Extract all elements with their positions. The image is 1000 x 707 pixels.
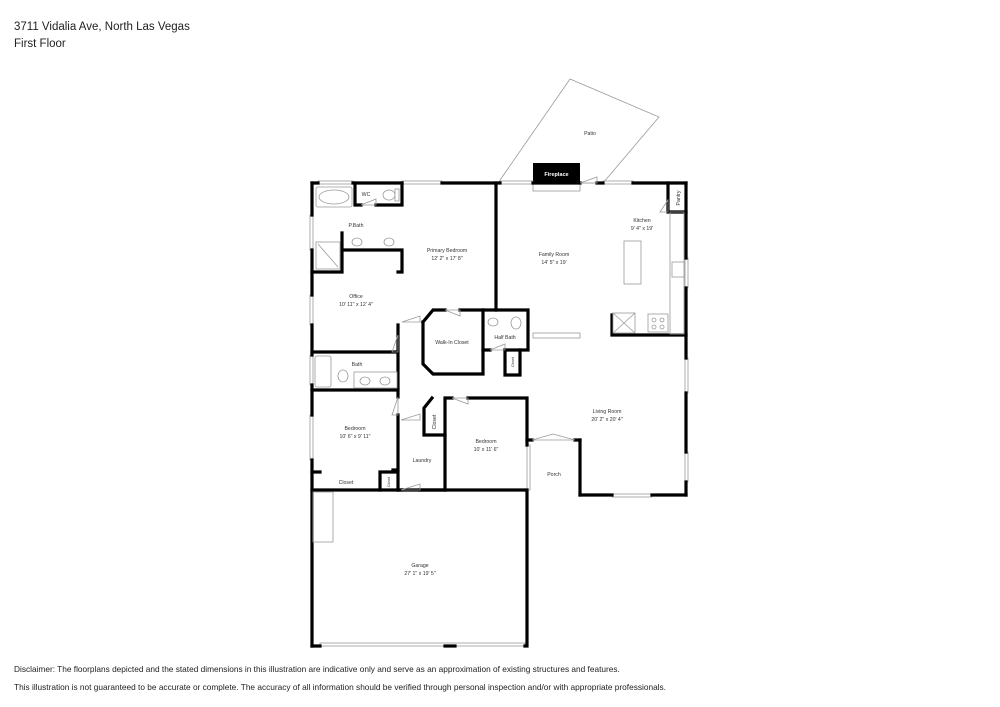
room-office: Office 10' 11" x 12' 4": [339, 294, 373, 308]
svg-text:Closet: Closet: [387, 477, 391, 487]
svg-text:Bedroom: Bedroom: [475, 439, 496, 445]
room-half-bath: Half Bath: [494, 335, 515, 341]
room-bedroom-2-closet: Closet: [432, 414, 438, 429]
svg-text:Office: Office: [349, 294, 363, 300]
fixtures: [312, 176, 685, 543]
svg-text:Closet: Closet: [511, 357, 515, 367]
room-garage: Garage 27' 1" x 19' 5": [404, 563, 435, 577]
property-address: 3711 Vidalia Ave, North Las Vegas: [14, 21, 190, 33]
svg-text:Bedroom: Bedroom: [344, 426, 365, 432]
svg-text:12' 2" x 17' 8": 12' 2" x 17' 8": [431, 256, 462, 262]
room-walk-in-closet: Walk-In Closet: [435, 340, 469, 346]
svg-text:Laundry: Laundry: [413, 458, 432, 464]
svg-text:10' x 11' 6": 10' x 11' 6": [474, 447, 499, 453]
svg-text:Porch: Porch: [547, 472, 561, 478]
svg-text:Fireplace: Fireplace: [544, 172, 568, 178]
disclaimer-line-1: Disclaimer: The floorplans depicted and …: [14, 664, 620, 674]
room-half-bath-closet: Closet: [511, 357, 515, 367]
svg-text:Pantry: Pantry: [676, 190, 682, 205]
room-kitchen: Kitchen 9' 4" x 19': [631, 218, 653, 232]
room-family-room: Family Room 14' 5" x 19': [539, 252, 570, 266]
svg-text:WC: WC: [362, 192, 371, 198]
room-bedroom-1-closet: Closet: [339, 480, 354, 486]
room-living-room: Living Room 20' 2" x 20' 4": [591, 409, 622, 423]
room-primary-bedroom: Primary Bedroom 12' 2" x 17' 8": [427, 248, 467, 262]
room-bedroom-2: Bedroom 10' x 11' 6": [474, 439, 499, 453]
svg-text:27' 1" x 19' 5": 27' 1" x 19' 5": [404, 571, 435, 577]
room-porch: Porch: [547, 472, 561, 478]
disclaimer-line-2: This illustration is not guaranteed to b…: [14, 682, 666, 692]
walls: [310, 181, 688, 648]
svg-text:10' 11" x 12' 4": 10' 11" x 12' 4": [339, 302, 373, 308]
room-labels: WC P.Bath Primary Bedroom 12' 2" x 17' 8…: [339, 190, 682, 577]
room-laundry: Laundry: [413, 458, 432, 464]
svg-text:20' 2" x 20' 4": 20' 2" x 20' 4": [591, 417, 622, 423]
svg-text:9' 4" x 19': 9' 4" x 19': [631, 226, 653, 232]
svg-text:Walk-In Closet: Walk-In Closet: [435, 340, 469, 346]
room-p-bath: P.Bath: [349, 223, 364, 229]
room-laundry-small-closet: Closet: [387, 477, 391, 487]
svg-text:Garage: Garage: [411, 563, 428, 569]
svg-text:Primary Bedroom: Primary Bedroom: [427, 248, 467, 254]
floor-label: First Floor: [14, 38, 66, 50]
svg-text:Kitchen: Kitchen: [633, 218, 650, 224]
svg-text:10' 6" x 9' 11": 10' 6" x 9' 11": [340, 434, 371, 440]
room-bath: Bath: [352, 362, 363, 368]
svg-text:Closet: Closet: [432, 414, 438, 429]
svg-text:Bath: Bath: [352, 362, 363, 368]
svg-text:Family Room: Family Room: [539, 252, 570, 258]
room-pantry: Pantry: [676, 190, 682, 205]
svg-text:P.Bath: P.Bath: [349, 223, 364, 229]
fireplace: Fireplace: [532, 163, 581, 192]
svg-text:14' 5" x 19': 14' 5" x 19': [541, 260, 566, 266]
svg-text:Living Room: Living Room: [593, 409, 622, 415]
svg-text:Half Bath: Half Bath: [494, 335, 515, 341]
svg-text:Closet: Closet: [339, 480, 354, 486]
svg-text:Patio: Patio: [584, 131, 596, 137]
room-bedroom-1: Bedroom 10' 6" x 9' 11": [340, 426, 371, 440]
room-wc: WC: [362, 192, 371, 198]
